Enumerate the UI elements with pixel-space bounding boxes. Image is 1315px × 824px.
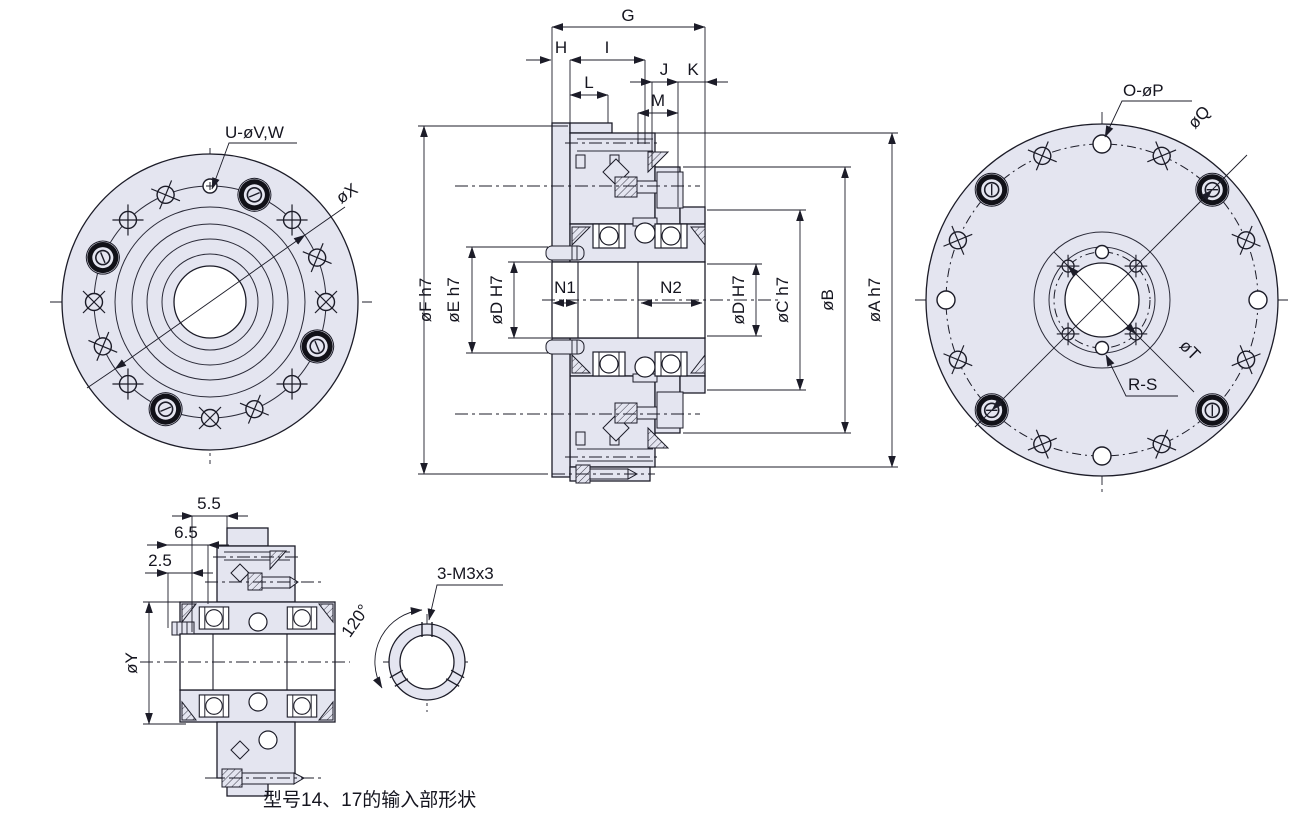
shaft-section-n1: N1 [554,278,576,297]
seal-wedge [647,426,670,449]
wave-generator-ball [248,692,268,712]
dim-label-h: H [555,38,567,57]
seal-wedge [317,603,334,624]
cross-roller [230,740,250,760]
dimension-extension [86,368,116,389]
dia-label-a: øA h7 [865,278,884,322]
locating-plug [545,245,585,261]
wave-generator-ball [634,222,656,244]
dim-label-g: G [621,6,634,25]
section-view: G H I L J K M øF h7 øE h7 øD H7 N1 N2 [416,6,898,484]
screw-shaft [241,772,295,785]
dia-label-d-right: øD H7 [729,275,748,324]
bolt-shaft [636,406,658,420]
screw-tip [293,772,306,785]
shaft-ring-view: 120° 3-M3x3 [338,564,503,712]
ball-bearing [654,351,688,377]
dim-label-5-5: 5.5 [197,494,221,513]
angle-dimension-arc [372,607,423,689]
dim-label-l: L [584,73,593,92]
seal-wedge [689,226,706,247]
dia-label-e: øE h7 [444,277,463,322]
left-flange [551,122,571,263]
seal-wedge [181,603,198,624]
cross-hole [314,290,338,314]
plain-hole [1092,446,1112,466]
ball-bearing [198,606,230,630]
rear-view: øQ øT O-øP R-S [915,81,1292,492]
ball-bearing [654,223,688,249]
bolt-circle-diameter-label: øQ [1184,102,1214,132]
shaft-hub [656,391,684,429]
dim-label-j: J [660,60,669,79]
dimension-extension [304,206,346,236]
seal-wedge [689,353,706,374]
output-step [679,375,706,394]
seal-wedge [181,700,198,721]
shaft-hub [656,171,684,209]
tap-label: 3-M3x3 [437,564,494,583]
bolt-tip [289,576,299,589]
cross-hole [198,406,222,430]
plain-hole [1248,290,1268,310]
plain-hole [936,290,956,310]
bolt-head [247,572,263,591]
bolt-head [614,402,638,424]
wave-generator-ball [634,356,656,378]
wave-generator-ball [248,612,268,632]
dia-label-f: øF h7 [416,278,435,322]
hub-plain-hole [1094,244,1110,260]
input-section-view: 5.5 6.5 2.5 øY [122,494,350,797]
dim-label-k: K [687,60,699,79]
dia-label-y: øY [122,652,141,674]
top-cap [569,122,613,134]
locating-plug [545,339,585,355]
wave-generator-ball [258,730,278,750]
leader-line [211,142,297,190]
bolt-shaft [636,180,658,194]
hub-holes-label: R-S [1128,375,1157,394]
leader-line [1104,100,1192,138]
seal-wedge [571,353,592,374]
ball-bearing [592,223,626,249]
seal-wedge [647,151,670,174]
bolt-head [614,176,638,198]
ball-bearing [198,694,230,718]
mount-holes-label: O-øP [1123,81,1164,100]
dia-label-b: øB [818,289,837,311]
ball-bearing [286,606,318,630]
seal-wedge [571,226,592,247]
dim-label-6-5: 6.5 [174,523,198,542]
seal-wedge [317,700,334,721]
locating-plug [171,621,195,636]
dia-label-c: øC h7 [773,277,792,323]
dim-label-i: I [605,38,610,57]
left-flange [551,337,571,478]
ball-bearing [286,694,318,718]
shaft-section-n2: N2 [660,278,682,297]
bolt-shaft [261,576,291,589]
output-step [679,206,706,225]
mount-holes-label: U-øV,W [225,123,284,142]
ring-bore [399,634,455,690]
ball-bearing [592,351,626,377]
bolt-circle-dimension-line [114,234,306,370]
cross-hole [82,290,106,314]
seal-wedge [269,550,288,571]
leader-line [427,584,503,621]
leader-line [1105,354,1178,397]
hub-circle-dimension-line [1067,265,1137,335]
dim-label-2-5: 2.5 [148,551,172,570]
caption: 型号14、17的输入部形状 [263,789,476,811]
front-view: øX U-øV,W [50,123,372,464]
plain-hole [1092,134,1112,154]
hub-plain-hole [1094,340,1110,356]
dia-label-d-left: øD H7 [487,275,506,324]
input-cap [226,527,269,547]
dim-label-m: M [651,91,665,110]
angle-label: 120° [338,601,374,641]
bolt-circle-diameter-label: øX [332,179,361,207]
